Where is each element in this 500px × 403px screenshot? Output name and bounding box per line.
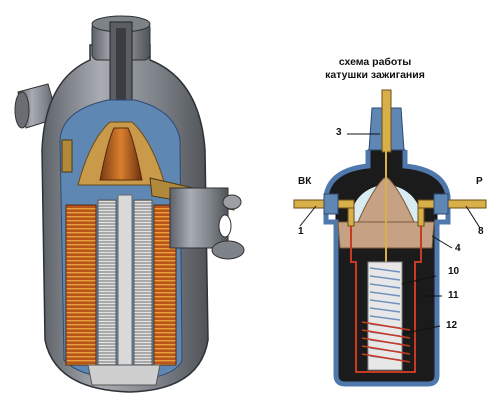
core-right [133, 199, 153, 366]
terminal-p-insulator [433, 193, 449, 215]
left-terminal-end [14, 91, 30, 129]
center-terminal-hole [116, 28, 126, 108]
primary-winding-left [65, 204, 97, 366]
right-terminal-nut [222, 194, 242, 210]
coil-schematic [293, 89, 487, 387]
label-3: 3 [336, 127, 342, 138]
label-vk: ВК [298, 176, 312, 187]
label-1: 1 [298, 226, 304, 237]
primary-circuit [350, 226, 422, 373]
leader-lines [299, 133, 481, 335]
core-left [97, 199, 117, 366]
cutaway-coil [14, 15, 245, 393]
label-4: 4 [455, 243, 461, 254]
right-terminal-bracket [169, 187, 229, 249]
label-10: 10 [448, 266, 460, 277]
primary-winding [361, 321, 411, 363]
terminal-p [417, 199, 487, 209]
schematic-title-line2: катушки зажигания [325, 69, 425, 81]
schematic-title-line1: схема работы [338, 56, 412, 68]
high-voltage-terminal [381, 89, 392, 153]
terminal-vk-insulator [323, 193, 339, 215]
core-center [117, 194, 133, 376]
copper-cone [99, 127, 143, 181]
bottom-cap [87, 364, 161, 386]
right-terminal-eye [218, 214, 232, 238]
schematic-housing-outline [323, 150, 451, 387]
label-12: 12 [446, 320, 458, 331]
left-contact-screw [61, 139, 73, 173]
right-bracket-foot [211, 240, 245, 260]
label-11: 11 [448, 290, 459, 301]
label-8: 8 [478, 226, 484, 237]
label-p: Р [476, 176, 483, 187]
